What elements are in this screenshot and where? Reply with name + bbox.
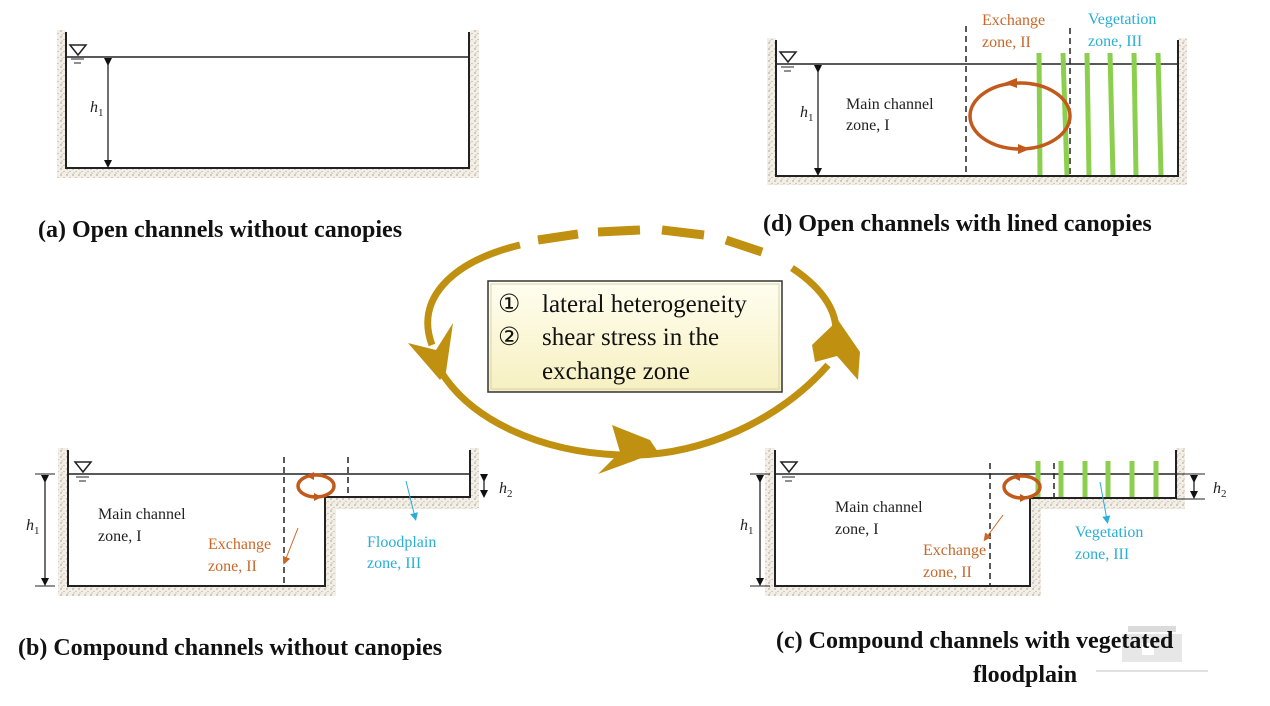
water-level-symbol-icon	[68, 44, 88, 64]
vegetation-stems	[1036, 52, 1164, 176]
watermark-building-icon	[1096, 626, 1208, 672]
vegetation-pointer-arrow	[1099, 481, 1111, 524]
water-level-symbol-icon	[778, 51, 798, 72]
vegetation-stem	[1084, 52, 1092, 176]
eddy-vortex-icon	[296, 472, 336, 501]
vegetation-stem	[1107, 52, 1116, 176]
bed-main	[58, 586, 336, 596]
bank-right	[1178, 38, 1187, 184]
eddy-vortex-icon	[1002, 473, 1042, 502]
bank-left	[57, 30, 66, 175]
mechanism-item-2-cont: exchange zone	[542, 358, 690, 385]
bed-floodplain	[1030, 498, 1185, 509]
cycle-dash	[597, 225, 641, 237]
vegetation-stem	[1155, 52, 1164, 176]
exchange-pointer-arrow	[282, 527, 299, 565]
bed-main	[765, 586, 1041, 596]
mechanism-box-inner-frame	[490, 283, 780, 390]
cycle-arc-left	[424, 241, 521, 347]
cycle-dash	[537, 229, 579, 245]
channel-walls	[65, 32, 470, 169]
depth-label-h1: h1	[90, 99, 104, 119]
cycle-dash	[661, 225, 705, 240]
cycle-arrow	[408, 225, 860, 474]
caption-c-line2: floodplain	[973, 662, 1077, 688]
bank-step	[1030, 498, 1041, 590]
vegetation-stems	[1035, 461, 1159, 497]
mechanism-box-frame	[487, 280, 783, 393]
exchange-pointer-arrow	[983, 514, 1004, 542]
bed	[57, 168, 479, 178]
depth-label-h2: h2	[1213, 480, 1227, 500]
vegetation-stem	[1036, 52, 1043, 176]
bed	[767, 176, 1187, 185]
depth-label-h1: h1	[26, 517, 40, 537]
water-level-symbol-icon	[779, 461, 799, 482]
water-level-symbol-icon	[73, 461, 93, 482]
bank-step	[325, 497, 336, 589]
cycle-arrowhead-right-icon	[812, 320, 860, 380]
vegetation-stem	[1131, 52, 1139, 176]
floodplain-pointer-arrow	[405, 480, 418, 521]
channel-walls	[775, 40, 1179, 177]
cycle-dash	[724, 235, 764, 257]
channel-walls	[774, 450, 1177, 587]
panel-a: h1 (a) Open channels without canopies	[38, 30, 479, 243]
caption-d: (d) Open channels with lined canopies	[763, 211, 1152, 237]
bank-left	[58, 448, 68, 596]
cycle-arrowhead-left-icon	[408, 323, 453, 380]
eddy-vortex-icon	[968, 78, 1072, 154]
caption-a: (a) Open channels without canopies	[38, 217, 402, 243]
depth-label-h1: h1	[740, 517, 754, 537]
bank-right	[470, 448, 479, 508]
bank-left	[767, 38, 776, 184]
bank-right	[1176, 448, 1185, 508]
bed-floodplain	[325, 497, 477, 509]
caption-c: (c) Compound channels with vegetated	[776, 628, 1174, 654]
vegetation-stem	[1060, 52, 1070, 176]
depth-label-h1: h1	[800, 104, 814, 124]
depth-label-h2: h2	[499, 480, 513, 500]
channel-walls	[67, 450, 471, 587]
bank-right	[470, 30, 479, 175]
cycle-arrowhead-bottom-icon	[598, 425, 658, 474]
bank-left	[765, 448, 775, 596]
caption-b: (b) Compound channels without canopies	[18, 635, 442, 661]
